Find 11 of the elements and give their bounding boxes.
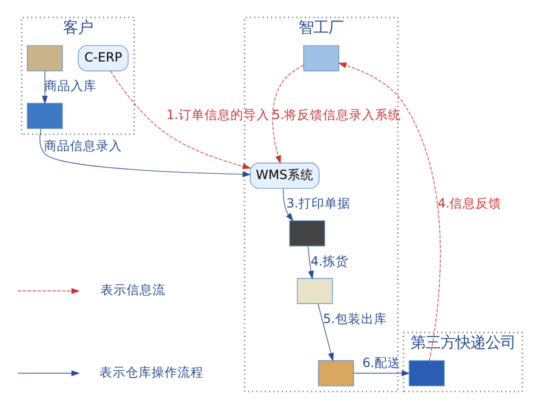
edge-label: 5.包装出库 [322,310,387,326]
edge-label: 5.将反馈信息录入系统 [272,106,401,122]
edge-label: 商品入库 [44,78,96,93]
edge-label: 4.信息反馈 [437,195,502,210]
edge-label: 4.拣货 [310,252,348,268]
legend-label: 表示信息流 [100,282,165,297]
edge-label: 1.订单信息的导入 [166,106,269,122]
edge-label: 3.打印单据 [286,195,350,210]
edge-label: 6.配送 [362,354,400,370]
legend-label: 表示仓库操作流程 [99,364,204,379]
edge-label: 商品信息录入 [44,137,122,152]
